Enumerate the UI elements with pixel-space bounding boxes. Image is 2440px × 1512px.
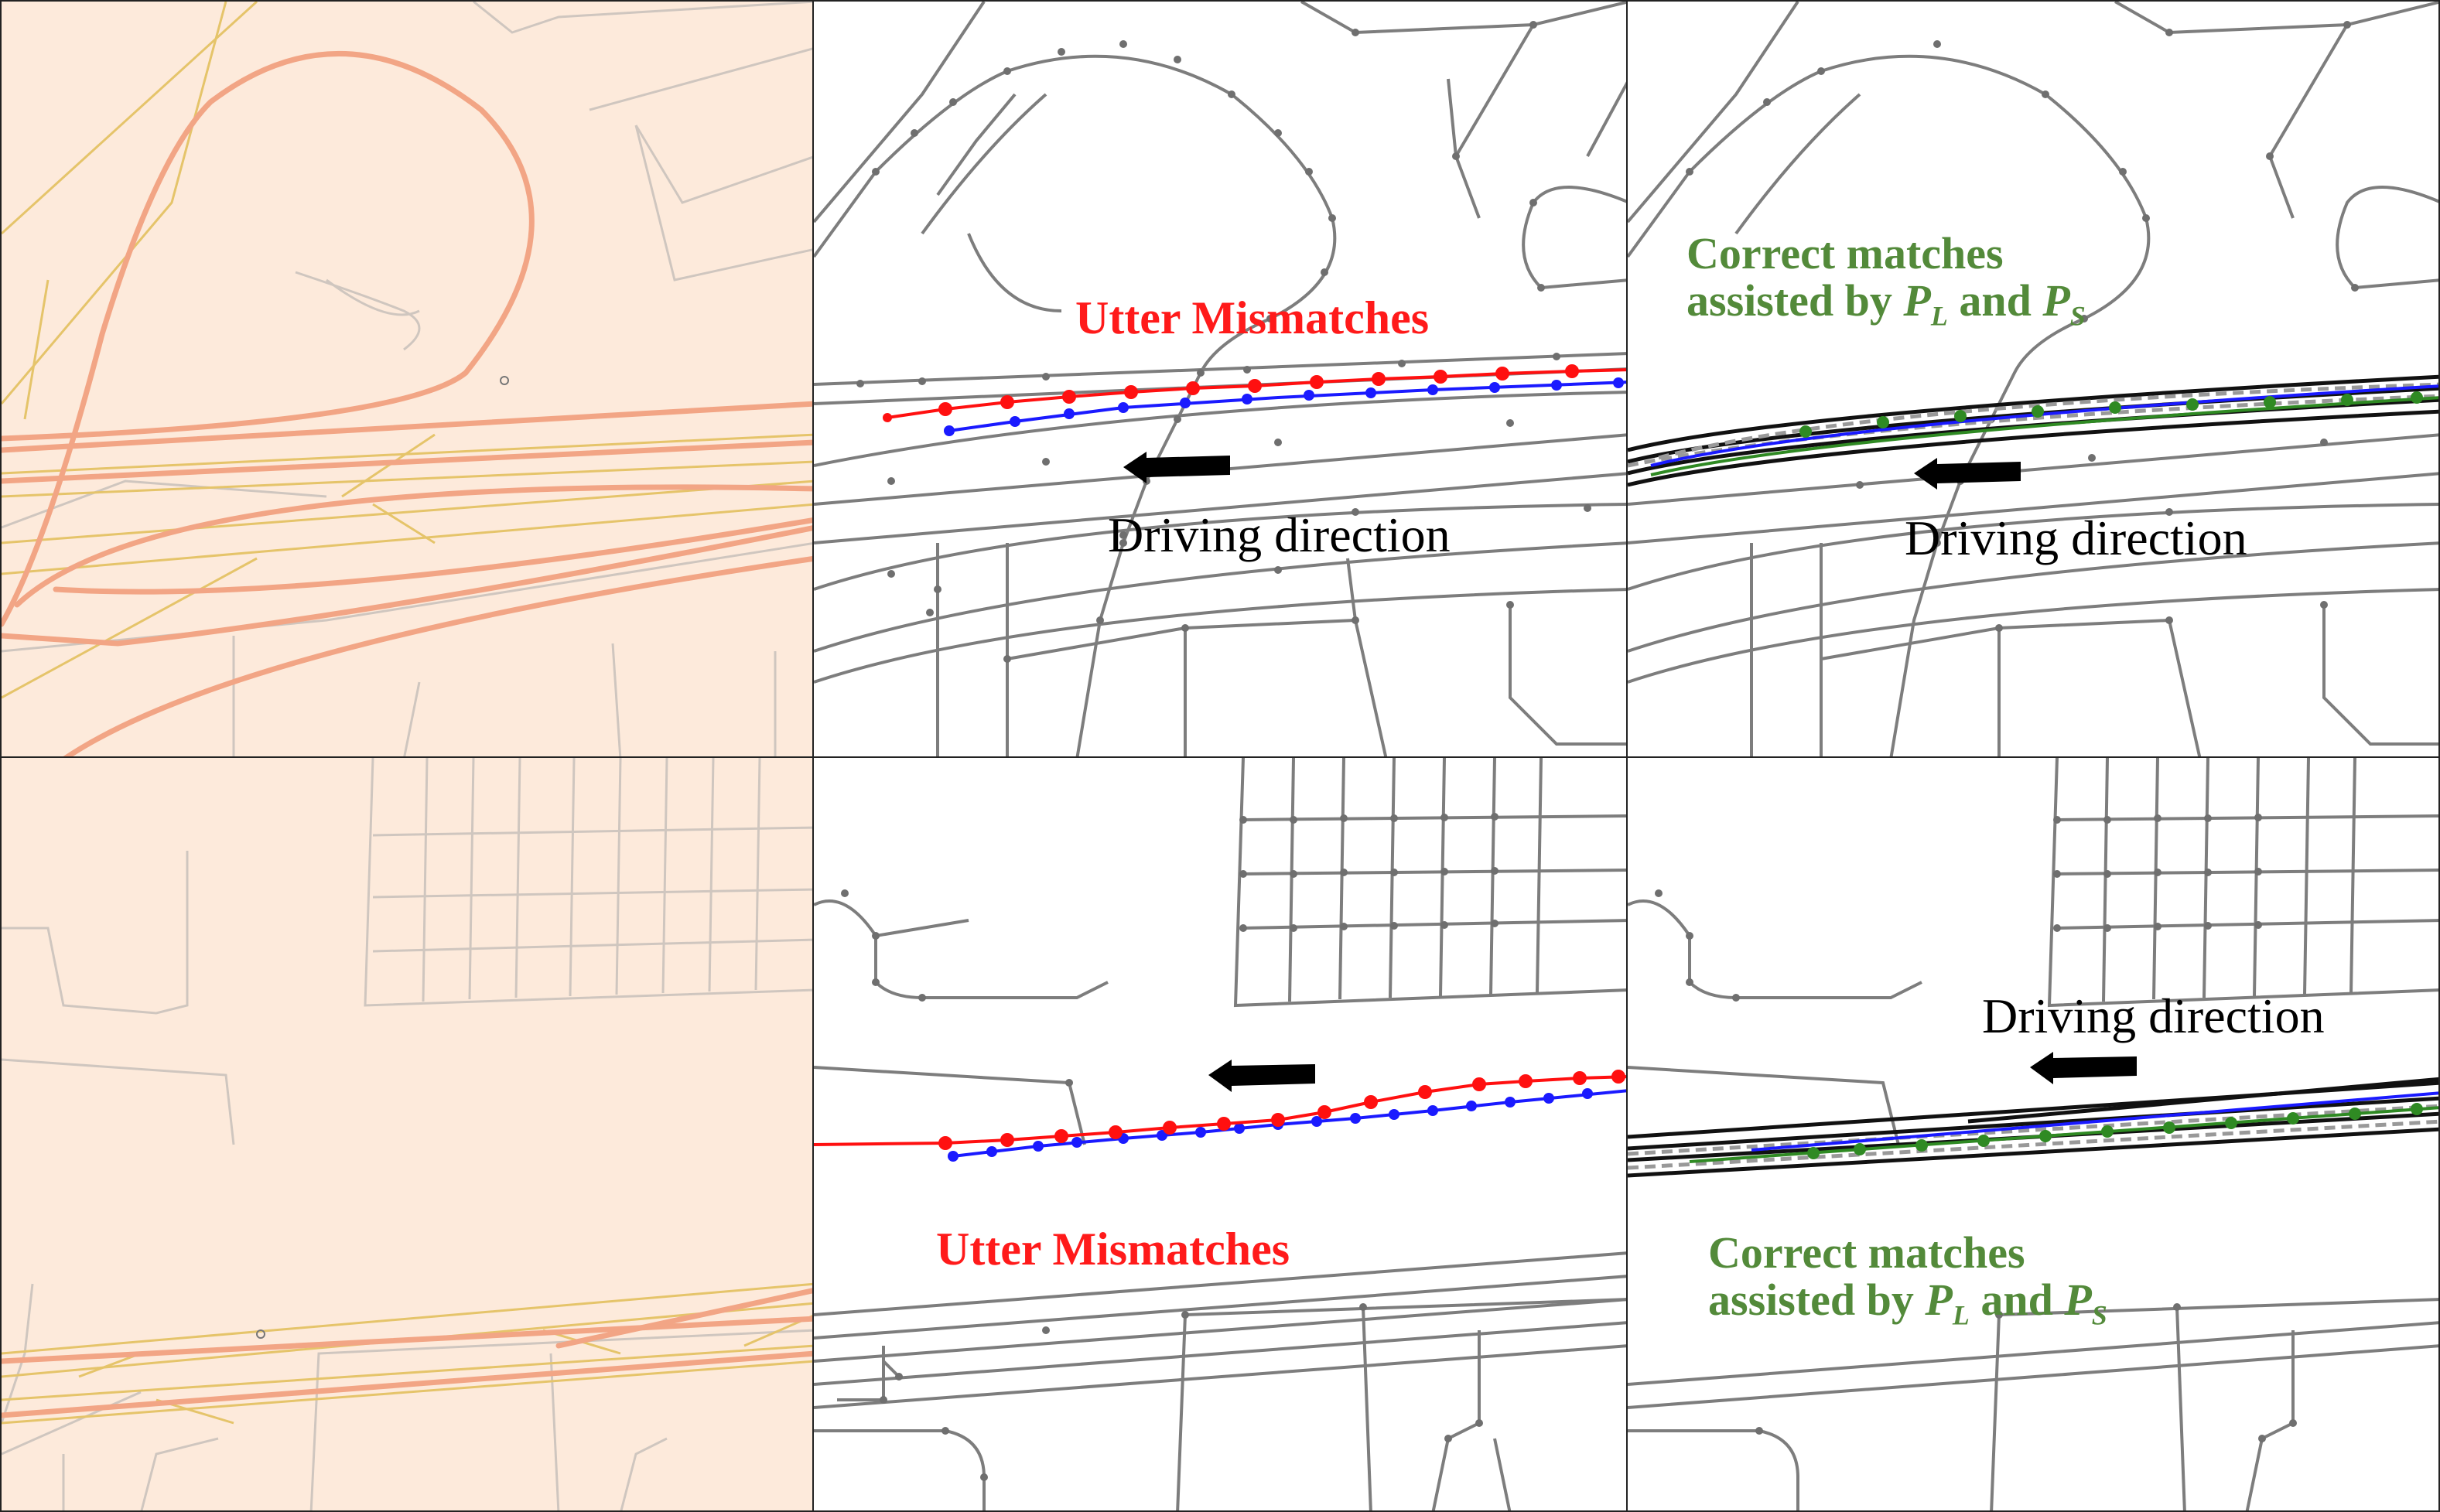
top-basemap-panel bbox=[0, 0, 814, 758]
top-mismatch-panel: Utter Mismatches Driving direction bbox=[812, 0, 1628, 758]
gps-trace bbox=[1751, 1091, 2438, 1152]
driving-direction-arrow bbox=[2030, 1052, 2137, 1084]
driving-direction-label: Driving direction bbox=[1905, 510, 2247, 565]
bottom-mismatch-network bbox=[814, 758, 1626, 1510]
driving-direction-arrow bbox=[1914, 458, 2021, 490]
utter-mismatches-label: Utter Mismatches bbox=[1075, 292, 1430, 343]
bottom-basemap-map bbox=[2, 758, 812, 1510]
top-basemap-map bbox=[2, 2, 812, 756]
correct-matches-line2: assisted by PL and PS bbox=[1708, 1274, 2107, 1331]
correct-matches-line2: assisted by PL and PS bbox=[1686, 275, 2086, 332]
top-correct-network bbox=[1628, 2, 2438, 756]
bottom-mismatch-panel: Utter Mismatches bbox=[812, 756, 1628, 1512]
utter-mismatches-label: Utter Mismatches bbox=[936, 1224, 1290, 1275]
correct-matches-line1: Correct matches bbox=[1708, 1227, 2025, 1278]
correct-matches-label: Correct matches assisted by PL and PS bbox=[1708, 1227, 2107, 1331]
bottom-basemap-panel bbox=[0, 756, 814, 1512]
correct-matches-label: Correct matches assisted by PL and PS bbox=[1686, 230, 2086, 331]
mismatched-route bbox=[814, 1070, 1626, 1150]
correct-match-route bbox=[1650, 391, 2438, 476]
correct-match-route bbox=[1689, 1103, 2438, 1163]
driving-direction-arrow bbox=[1123, 452, 1230, 483]
bottom-correct-panel: Driving direction Correct matches assist… bbox=[1626, 756, 2440, 1512]
driving-direction-label: Driving direction bbox=[1108, 507, 1451, 562]
driving-direction-label: Driving direction bbox=[1982, 988, 2325, 1043]
correct-matches-line1: Correct matches bbox=[1686, 228, 2004, 278]
top-mismatch-network bbox=[814, 2, 1626, 756]
top-correct-panel: Correct matches assisted by PL and PS Dr… bbox=[1626, 0, 2440, 758]
driving-direction-arrow bbox=[1208, 1060, 1315, 1092]
mismatched-route bbox=[883, 364, 1626, 422]
gps-trace bbox=[944, 377, 1626, 436]
bottom-correct-network bbox=[1628, 758, 2438, 1510]
